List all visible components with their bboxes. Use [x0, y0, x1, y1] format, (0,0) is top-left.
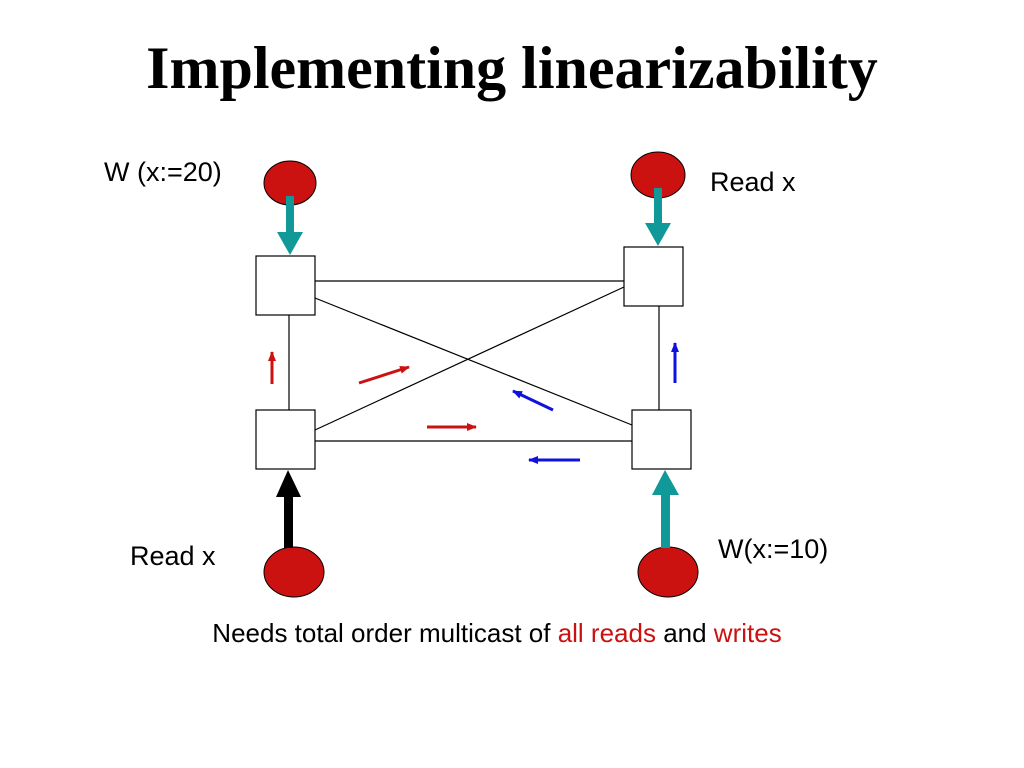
- message-arrow-blue-diagonal: [512, 389, 554, 412]
- caption-text-1: Needs total order multicast of: [212, 618, 558, 648]
- arrow-bottom-right-request: [652, 470, 679, 548]
- replica-bottom-left: [255, 409, 316, 470]
- caption-highlight-writes: writes: [713, 618, 782, 648]
- caption-text-2: and: [655, 618, 714, 648]
- message-arrow-red-diagonal: [358, 365, 410, 385]
- replica-bottom-right: [631, 409, 692, 470]
- label-bottom-left: Read x: [130, 541, 216, 571]
- link-diagonal-up: [314, 286, 625, 431]
- slide-title: Implementing linearizability: [146, 35, 878, 101]
- arrow-bottom-left-request: [276, 470, 301, 548]
- replica-top-left: [255, 255, 316, 316]
- client-bottom-right: [637, 546, 699, 598]
- network-links: [288, 280, 660, 442]
- client-bottom-left: [263, 546, 325, 598]
- arrow-top-right-request: [645, 188, 671, 246]
- label-top-left: W (x:=20): [104, 157, 222, 187]
- replica-top-right: [623, 246, 684, 307]
- caption: Needs total order multicast of all reads…: [0, 617, 994, 649]
- label-bottom-right: W(x:=10): [718, 534, 829, 564]
- arrow-top-left-request: [277, 196, 303, 255]
- caption-highlight-reads: all reads: [557, 618, 656, 648]
- label-top-right: Read x: [710, 167, 796, 197]
- link-diagonal-down: [314, 297, 633, 426]
